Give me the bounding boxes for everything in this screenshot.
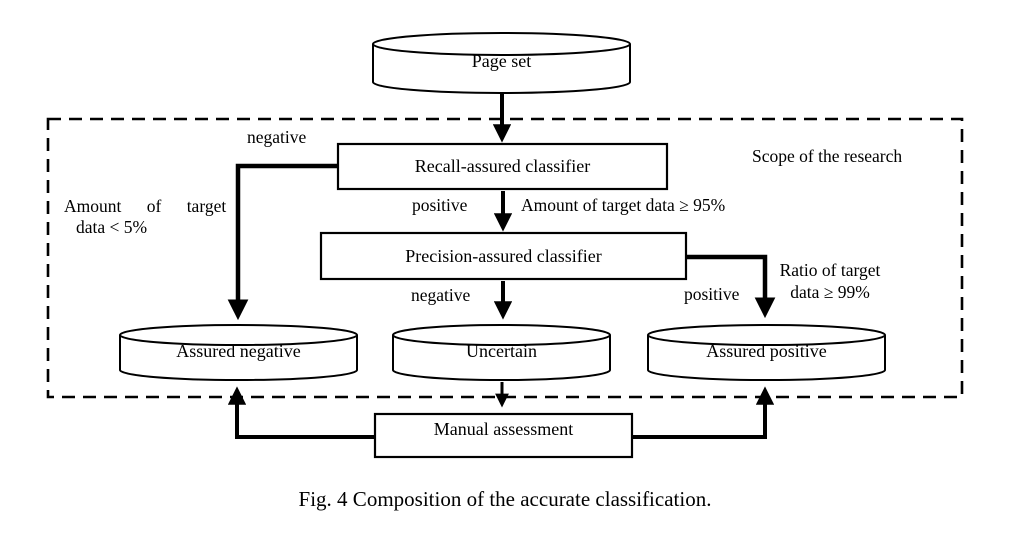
edge-label-precision-positive: positive — [684, 284, 740, 304]
page-set-cylinder — [372, 32, 631, 94]
edge-label-ratio-block: Ratio of target data ≥ 99% — [762, 259, 898, 303]
cylinders — [119, 32, 886, 381]
scope-label: Scope of the research — [752, 146, 903, 166]
process-boxes — [319, 142, 688, 459]
arrow-manual-to-assured-positive — [632, 386, 775, 439]
edge-label-amount-lt-5-line1: Amount of target — [64, 196, 227, 216]
recall-classifier-box — [336, 142, 669, 191]
edge-label-recall-positive: positive — [412, 195, 468, 215]
node-label-manual-assessment: Manual assessment — [433, 418, 574, 439]
uncertain-cylinder — [392, 324, 611, 381]
arrow-recall-to-assured-negative — [227, 163, 338, 321]
arrow-manual-to-assured-negative — [227, 386, 375, 439]
arrow-precision-to-assured-positive — [686, 254, 776, 319]
edge-label-amount-ge-95: Amount of target data ≥ 95% — [521, 195, 726, 215]
arrows — [227, 94, 776, 439]
figure-caption: Fig. 4 Composition of the accurate class… — [298, 487, 712, 511]
assured-negative-cylinder — [119, 324, 358, 381]
edge-label-recall-negative: negative — [247, 127, 307, 147]
manual-assessment-box — [373, 412, 634, 459]
node-label-recall-classifier: Recall-assured classifier — [414, 156, 591, 176]
assured-positive-cylinder — [647, 324, 886, 381]
edge-label-amount-lt-5-line2: data < 5% — [76, 217, 148, 237]
node-label-page-set: Page set — [471, 50, 532, 71]
node-label-uncertain: Uncertain — [466, 341, 537, 361]
precision-classifier-box — [319, 231, 688, 281]
node-label-precision-classifier: Precision-assured classifier — [405, 245, 602, 266]
node-label-assured-positive: Assured positive — [706, 341, 827, 361]
edge-label-ratio-line2: data ≥ 99% — [790, 282, 870, 302]
node-label-assured-negative: Assured negative — [176, 341, 301, 361]
edge-label-ratio-line1: Ratio of target — [779, 260, 881, 280]
edge-label-precision-negative: negative — [411, 285, 471, 305]
